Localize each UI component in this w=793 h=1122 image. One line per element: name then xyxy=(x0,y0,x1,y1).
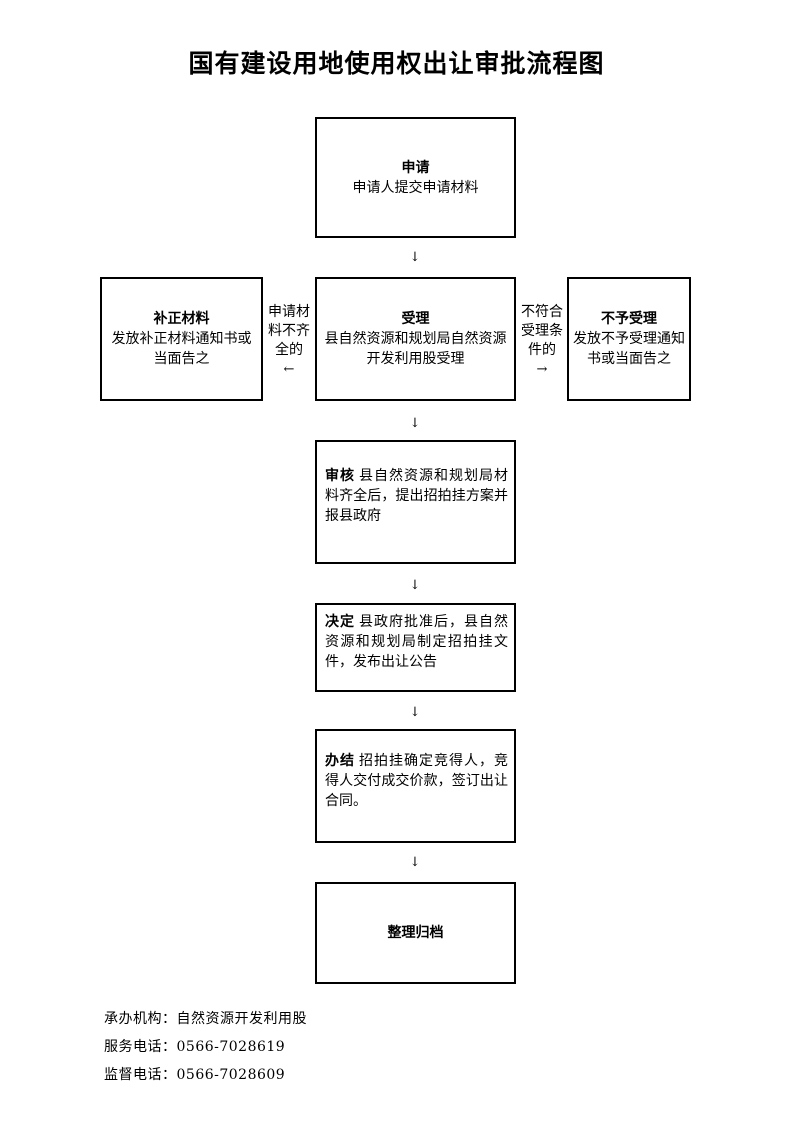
node-review-heading: 审核 xyxy=(325,468,355,484)
node-apply-heading: 申请 xyxy=(401,159,430,176)
edge-label-not-eligible: 不符合受理条件的 → xyxy=(517,303,567,379)
node-review: 审核县自然资源和规划局材料齐全后，提出招拍挂方案并报县政府 xyxy=(315,440,516,564)
arrow-left: ← xyxy=(283,362,295,377)
node-accept-text: 县自然资源和规划局自然资源开发利用股受理 xyxy=(324,331,507,367)
node-review-text: 县自然资源和规划局材料齐全后，提出招拍挂方案并报县政府 xyxy=(325,468,508,524)
node-decide-text: 县政府批准后，县自然资源和规划局制定招拍挂文件，发布出让公告 xyxy=(325,614,508,670)
arrow-right: → xyxy=(536,362,548,377)
edge-label-incomplete-text: 申请材料不齐全的 xyxy=(268,304,310,358)
node-handle-heading: 办结 xyxy=(325,753,355,769)
node-decide: 决定县政府批准后，县自然资源和规划局制定招拍挂文件，发布出让公告 xyxy=(315,603,516,692)
node-archive: 整理归档 xyxy=(315,882,516,984)
node-supplement: 补正材料 发放补正材料通知书或当面告之 xyxy=(100,277,263,401)
node-reject: 不予受理 发放不予受理通知书或当面告之 xyxy=(567,277,691,401)
node-accept: 受理 县自然资源和规划局自然资源开发利用股受理 xyxy=(315,277,516,401)
footer-service-phone: 服务电话：0566-7028619 xyxy=(104,1039,286,1055)
arrow-down-3: ↓ xyxy=(409,578,421,593)
node-handle-text: 招拍挂确定竞得人，竞得人交付成交价款，签订出让合同。 xyxy=(325,753,508,809)
node-reject-heading: 不予受理 xyxy=(601,311,657,327)
node-handle: 办结招拍挂确定竞得人，竞得人交付成交价款，签订出让合同。 xyxy=(315,729,516,843)
edge-label-not-eligible-text: 不符合受理条件的 xyxy=(521,304,563,358)
node-accept-heading: 受理 xyxy=(401,311,430,327)
node-decide-heading: 决定 xyxy=(325,614,355,630)
node-reject-text: 发放不予受理通知书或当面告之 xyxy=(573,331,685,367)
arrow-down-5: ↓ xyxy=(409,855,421,870)
node-apply: 申请 申请人提交申请材料 xyxy=(315,117,516,238)
page-title: 国有建设用地使用权出让审批流程图 xyxy=(188,49,605,78)
footer-agency: 承办机构：自然资源开发利用股 xyxy=(104,1011,307,1027)
edge-label-incomplete: 申请材料不齐全的 ← xyxy=(264,303,314,379)
footer-supervise-phone: 监督电话：0566-7028609 xyxy=(104,1067,286,1083)
node-supplement-text: 发放补正材料通知书或当面告之 xyxy=(111,331,252,367)
arrow-down-1: ↓ xyxy=(409,250,421,265)
node-supplement-heading: 补正材料 xyxy=(153,311,210,327)
arrow-down-2: ↓ xyxy=(409,416,421,431)
node-archive-heading: 整理归档 xyxy=(387,925,444,941)
node-apply-text: 申请人提交申请材料 xyxy=(352,179,479,196)
arrow-down-4: ↓ xyxy=(409,705,421,720)
